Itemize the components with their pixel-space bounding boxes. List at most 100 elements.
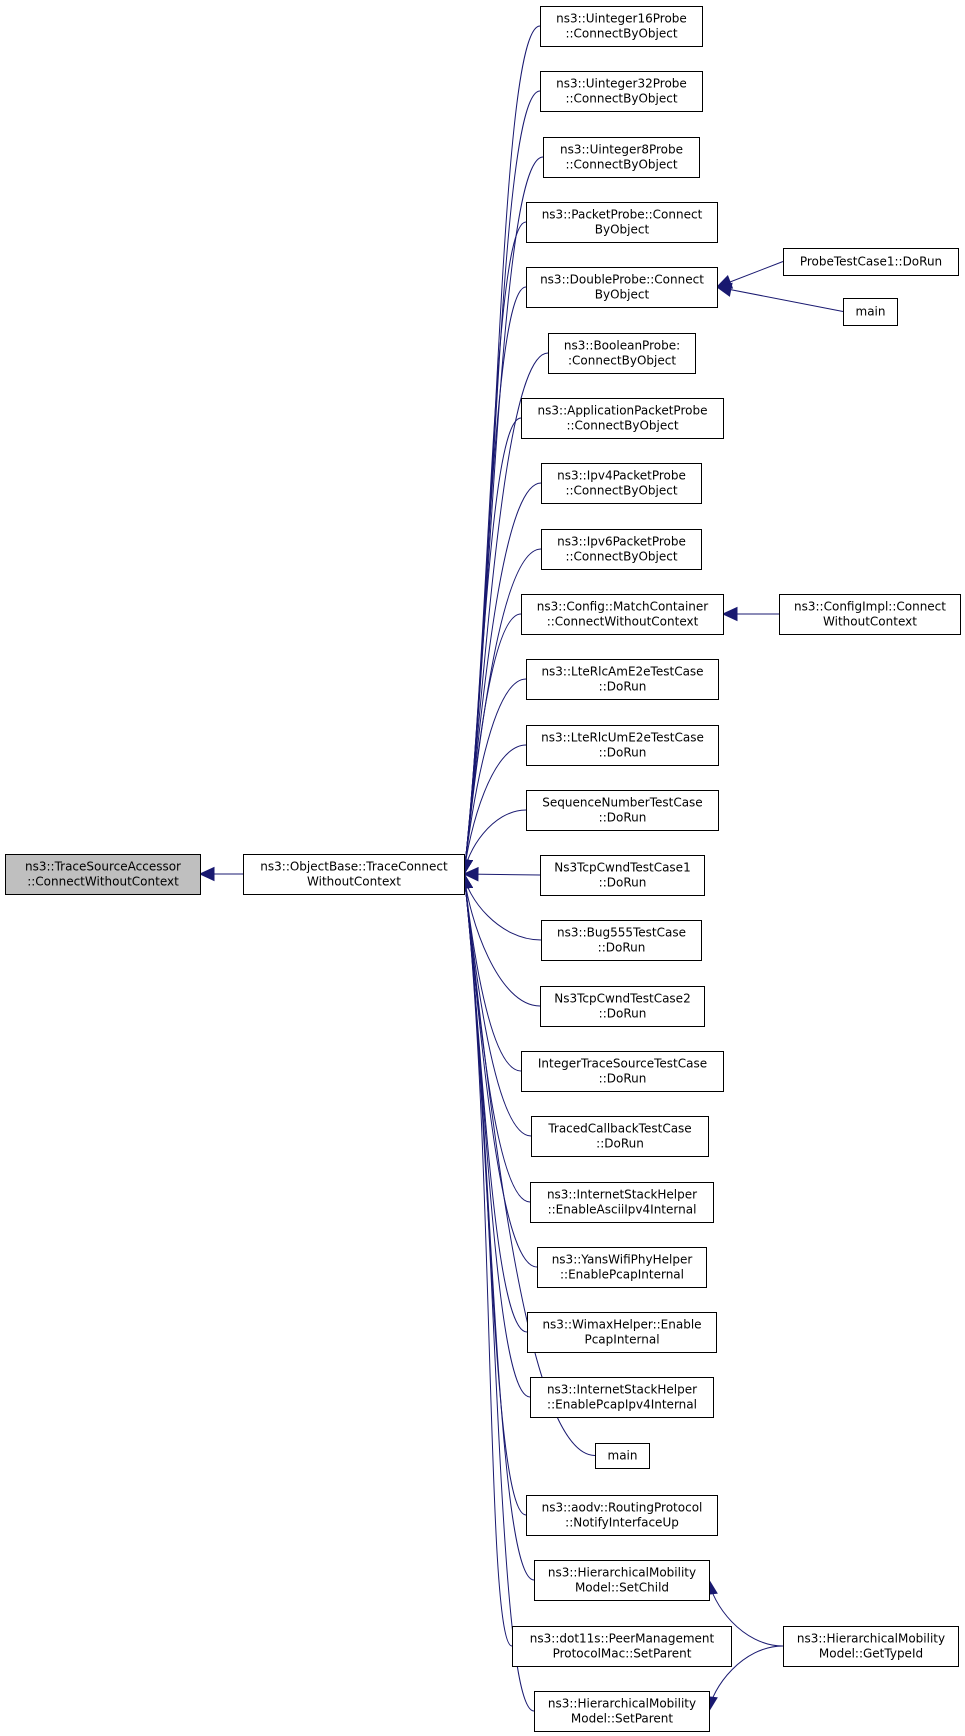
node-cfgimpl[interactable]: ns3::ConfigImpl::ConnectWithoutContext [779, 594, 961, 635]
edge-objbase-to-root-arrowhead [198, 866, 215, 882]
edge-um-to-objbase [463, 744, 527, 875]
node-box [543, 137, 700, 178]
node-pkt[interactable]: ns3::PacketProbe::ConnectByObject [526, 202, 718, 243]
node-label: ns3::BooleanProbe: [564, 339, 680, 353]
node-label: ns3::HierarchicalMobility [548, 1566, 696, 1580]
node-box [526, 202, 718, 243]
node-label: PcapInternal [584, 1333, 659, 1347]
node-yans[interactable]: ns3::YansWifiPhyHelper::EnablePcapIntern… [537, 1247, 707, 1288]
node-main2[interactable]: main [843, 298, 898, 326]
node-label: ::DoRun [599, 1007, 647, 1021]
edge-main1-to-objbase [463, 873, 596, 1456]
node-cwnd2[interactable]: Ns3TcpCwndTestCase2::DoRun [540, 986, 705, 1027]
node-app[interactable]: ns3::ApplicationPacketProbe::ConnectByOb… [521, 398, 724, 439]
node-box [530, 1182, 714, 1223]
node-box [5, 854, 201, 895]
node-label: ns3::LteRlcUmE2eTestCase [541, 731, 704, 745]
node-cwnd1[interactable]: Ns3TcpCwndTestCase1::DoRun [540, 855, 705, 896]
node-label: ns3::DoubleProbe::Connect [540, 273, 704, 287]
node-aodv[interactable]: ns3::aodv::RoutingProtocol::NotifyInterf… [526, 1495, 718, 1536]
node-label: ::DoRun [599, 680, 647, 694]
node-label: ::DoRun [598, 941, 646, 955]
node-box [512, 1626, 732, 1667]
node-ip4[interactable]: ns3::Ipv4PacketProbe::ConnectByObject [541, 463, 702, 504]
node-seq[interactable]: SequenceNumberTestCase::DoRun [526, 790, 719, 831]
node-label: ns3::InternetStackHelper [547, 1383, 697, 1397]
node-label: ns3::ObjectBase::TraceConnect [260, 860, 448, 874]
node-label: ns3::TraceSourceAccessor [25, 860, 181, 874]
node-label: ns3::LteRlcAmE2eTestCase [541, 665, 703, 679]
node-box [541, 529, 702, 570]
node-box [783, 1626, 959, 1667]
node-am[interactable]: ns3::LteRlcAmE2eTestCase::DoRun [526, 659, 719, 700]
node-dot11s[interactable]: ns3::dot11s::PeerManagementProtocolMac::… [512, 1626, 732, 1667]
node-box [540, 71, 703, 112]
node-label: ::DoRun [599, 1072, 647, 1086]
node-label: ns3::PacketProbe::Connect [542, 208, 703, 222]
node-box [540, 6, 703, 47]
node-bool[interactable]: ns3::BooleanProbe::ConnectByObject [548, 333, 696, 374]
node-box [779, 594, 961, 635]
node-typeid[interactable]: ns3::HierarchicalMobilityModel::GetTypeI… [783, 1626, 959, 1667]
node-label: ns3::Config::MatchContainer [537, 600, 708, 614]
node-box [534, 1691, 710, 1732]
node-label: ns3::HierarchicalMobility [548, 1697, 696, 1711]
node-bug[interactable]: ns3::Bug555TestCase::DoRun [541, 920, 702, 961]
node-label: SequenceNumberTestCase [542, 796, 702, 810]
node-box [526, 725, 719, 766]
node-label: ::ConnectByObject [565, 484, 677, 498]
node-box [783, 248, 959, 276]
node-dbl[interactable]: ns3::DoubleProbe::ConnectByObject [526, 267, 718, 308]
node-label: ByObject [595, 223, 650, 237]
node-box [527, 1312, 717, 1353]
node-box [531, 1116, 709, 1157]
node-label: ns3::Bug555TestCase [557, 926, 686, 940]
node-label: ::DoRun [599, 876, 647, 890]
node-label: WithoutContext [823, 615, 917, 629]
node-label: Model::SetChild [575, 1581, 669, 1595]
node-label: ::DoRun [596, 1137, 644, 1151]
edge-main2-to-dbl [716, 286, 844, 312]
node-box [243, 854, 465, 895]
node-um[interactable]: ns3::LteRlcUmE2eTestCase::DoRun [526, 725, 719, 766]
node-label: ::EnablePcapInternal [560, 1268, 684, 1282]
edge-bug-to-objbase [463, 873, 542, 941]
node-label: ::ConnectByObject [565, 158, 677, 172]
node-u8[interactable]: ns3::Uinteger8Probe::ConnectByObject [543, 137, 700, 178]
node-label: ::ConnectWithoutContext [27, 875, 179, 889]
node-label: Model::GetTypeId [819, 1647, 923, 1661]
node-u32[interactable]: ns3::Uinteger32Probe::ConnectByObject [540, 71, 703, 112]
node-probetc[interactable]: ProbeTestCase1::DoRun [783, 248, 959, 276]
edge-match-to-objbase [463, 613, 522, 875]
node-label: ns3::Ipv4PacketProbe [557, 469, 686, 483]
edge-cwnd1-to-objbase-arrowhead [462, 866, 479, 882]
edge-cfgimpl-to-match-arrowhead [721, 606, 738, 622]
node-label: ns3::Uinteger16Probe [556, 12, 687, 26]
edges-layer [198, 25, 844, 1713]
node-setparent[interactable]: ns3::HierarchicalMobilityModel::SetParen… [534, 1691, 710, 1732]
node-label: Ns3TcpCwndTestCase1 [554, 861, 690, 875]
node-label: ns3::HierarchicalMobility [797, 1632, 945, 1646]
node-label: ::DoRun [599, 746, 647, 760]
node-u16[interactable]: ns3::Uinteger16Probe::ConnectByObject [540, 6, 703, 47]
edge-traced-to-objbase [463, 873, 532, 1137]
node-wimax[interactable]: ns3::WimaxHelper::EnablePcapInternal [527, 1312, 717, 1353]
node-ascii[interactable]: ns3::InternetStackHelper::EnableAsciiIpv… [530, 1182, 714, 1223]
node-label: TracedCallbackTestCase [547, 1122, 691, 1136]
node-int[interactable]: IntegerTraceSourceTestCase::DoRun [521, 1051, 724, 1092]
node-label: ::ConnectByObject [565, 550, 677, 564]
node-match[interactable]: ns3::Config::MatchContainer::ConnectWith… [521, 594, 724, 635]
node-label: :ConnectByObject [568, 354, 676, 368]
node-label: ::ConnectByObject [565, 27, 677, 41]
node-ip6[interactable]: ns3::Ipv6PacketProbe::ConnectByObject [541, 529, 702, 570]
node-traced[interactable]: TracedCallbackTestCase::DoRun [531, 1116, 709, 1157]
node-objbase[interactable]: ns3::ObjectBase::TraceConnectWithoutCont… [243, 854, 465, 895]
node-box [548, 333, 696, 374]
node-label: ns3::Uinteger32Probe [556, 77, 687, 91]
node-main1[interactable]: main [595, 1443, 650, 1469]
node-pcap4[interactable]: ns3::InternetStackHelper::EnablePcapIpv4… [530, 1377, 714, 1418]
node-label: ns3::Uinteger8Probe [560, 143, 683, 157]
node-root[interactable]: ns3::TraceSourceAccessor::ConnectWithout… [5, 854, 201, 895]
